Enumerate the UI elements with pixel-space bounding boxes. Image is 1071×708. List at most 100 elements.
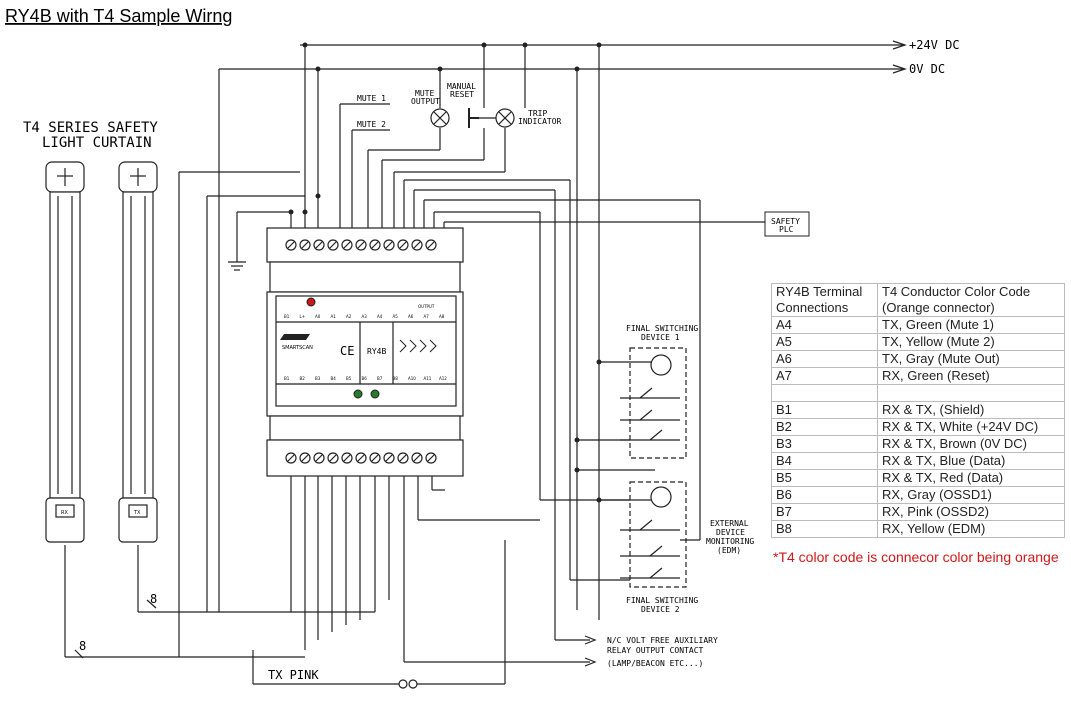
- mute1-label: MUTE 1: [357, 94, 386, 103]
- mute-output-label-1: MUTE: [415, 89, 434, 98]
- final-switching-device-1: [620, 347, 687, 459]
- terminal-label: A6: [408, 314, 414, 319]
- fsd2-label-2: DEVICE 2: [641, 605, 680, 614]
- aux-label-2: RELAY OUTPUT CONTACT: [607, 646, 704, 655]
- screw-slot-icon: [427, 241, 435, 249]
- cable-count-rx: 8: [79, 639, 86, 653]
- mute2-label: MUTE 2: [357, 120, 386, 129]
- color-code-cell: TX, Yellow (Mute 2): [877, 333, 1065, 351]
- terminal-cell: B7: [771, 503, 878, 521]
- status-led-red: [306, 297, 316, 307]
- manual-reset-label-1: MANUAL: [447, 82, 476, 91]
- screw-slot-icon: [413, 454, 421, 462]
- color-code-cell: RX & TX, Brown (0V DC): [877, 435, 1065, 453]
- table-header-cell: T4 Conductor Color Code (Orange connecto…: [877, 283, 1065, 317]
- screw-slot-icon: [357, 454, 365, 462]
- rx-light-curtain: [45, 161, 85, 543]
- terminal-label: B8: [393, 376, 399, 381]
- terminal-label: B7: [377, 376, 383, 381]
- module-model: RY4B: [367, 347, 386, 356]
- edm-label-3: MONITORING: [706, 537, 754, 546]
- color-code-cell: RX & TX, White (+24V DC): [877, 418, 1065, 436]
- terminal-cell: B6: [771, 486, 878, 504]
- terminal-cell: B4: [771, 452, 878, 470]
- terminal-label: L+: [300, 314, 306, 319]
- screw-slot-icon: [343, 454, 351, 462]
- aux-label-1: N/C VOLT FREE AUXILIARY: [607, 636, 718, 645]
- screw-slot-icon: [371, 241, 379, 249]
- final-switching-device-2: [620, 481, 687, 588]
- color-code-cell: TX, Gray (Mute Out): [877, 350, 1065, 368]
- table-row: [771, 384, 1065, 402]
- terminal-cell: A6: [771, 350, 878, 368]
- terminal-label: A4: [377, 314, 383, 319]
- color-code-cell: RX, Yellow (EDM): [877, 520, 1065, 538]
- safety-plc-label-2: PLC: [779, 225, 794, 234]
- status-led-green-1: [353, 389, 363, 399]
- terminal-label: A8: [439, 314, 445, 319]
- aux-label-3: (LAMP/BEACON ETC...): [607, 659, 703, 668]
- tx-pink-label: TX PINK: [268, 668, 319, 682]
- terminal-label: B2: [300, 376, 306, 381]
- safety-plc-label-1: SAFETY: [771, 217, 800, 226]
- terminal-label: B6: [362, 376, 368, 381]
- terminal-cell: A5: [771, 333, 878, 351]
- color-code-cell: RX & TX, Blue (Data): [877, 452, 1065, 470]
- safety-plc-box: [764, 211, 810, 237]
- edm-label-2: DEVICE: [716, 528, 745, 537]
- terminal-label: A12: [439, 376, 447, 381]
- trip-indicator-lamp-icon: [495, 108, 515, 128]
- screw-slot-icon: [287, 454, 295, 462]
- edm-label-1: EXTERNAL: [710, 519, 749, 528]
- screw-slot-icon: [371, 454, 379, 462]
- screw-slot-icon: [315, 241, 323, 249]
- ry4b-module: [266, 227, 464, 477]
- color-code-footnote: *T4 color code is connecor color being o…: [773, 549, 1059, 565]
- module-ce-mark: CE: [340, 344, 354, 358]
- screw-slot-icon: [385, 241, 393, 249]
- manual-reset-label-2: RESET: [450, 90, 474, 99]
- terminal-cell: [771, 384, 878, 402]
- color-code-cell: [877, 384, 1065, 402]
- terminal-label: A5: [393, 314, 399, 319]
- table-header-row: RY4B Terminal Connections T4 Conductor C…: [771, 283, 1065, 317]
- screw-slot-icon: [343, 241, 351, 249]
- color-code-cell: RX, Green (Reset): [877, 367, 1065, 385]
- screw-slot-icon: [427, 454, 435, 462]
- terminal-label: A11: [424, 376, 432, 381]
- bottom-terminal-screws: [285, 452, 437, 464]
- screw-slot-icon: [287, 241, 295, 249]
- terminal-label: B5: [346, 376, 352, 381]
- screw-slot-icon: [301, 454, 309, 462]
- color-code-cell: RX & TX, (Shield): [877, 401, 1065, 419]
- terminal-label: B1: [284, 314, 290, 319]
- tx-pink-connector-icon: [398, 679, 418, 689]
- top-terminal-screws: [285, 239, 437, 251]
- screw-slot-icon: [329, 454, 337, 462]
- manual-reset-button-icon: [468, 108, 479, 128]
- terminal-cell: B8: [771, 520, 878, 538]
- terminal-cell: A4: [771, 316, 878, 334]
- screw-slot-icon: [413, 241, 421, 249]
- page-title: RY4B with T4 Sample Wirng: [5, 6, 232, 26]
- screw-slot-icon: [385, 454, 393, 462]
- screw-slot-icon: [399, 241, 407, 249]
- terminal-label: A0: [315, 314, 321, 319]
- terminal-label: B4: [331, 376, 337, 381]
- terminal-cell: B2: [771, 418, 878, 436]
- color-code-cell: RX, Gray (OSSD1): [877, 486, 1065, 504]
- edm-label-4: (EDM): [717, 546, 741, 555]
- smartscan-logo-icon: [280, 334, 310, 340]
- fsd1-label-1: FINAL SWITCHING: [626, 324, 698, 333]
- mute-output-lamp-icon: [430, 108, 450, 128]
